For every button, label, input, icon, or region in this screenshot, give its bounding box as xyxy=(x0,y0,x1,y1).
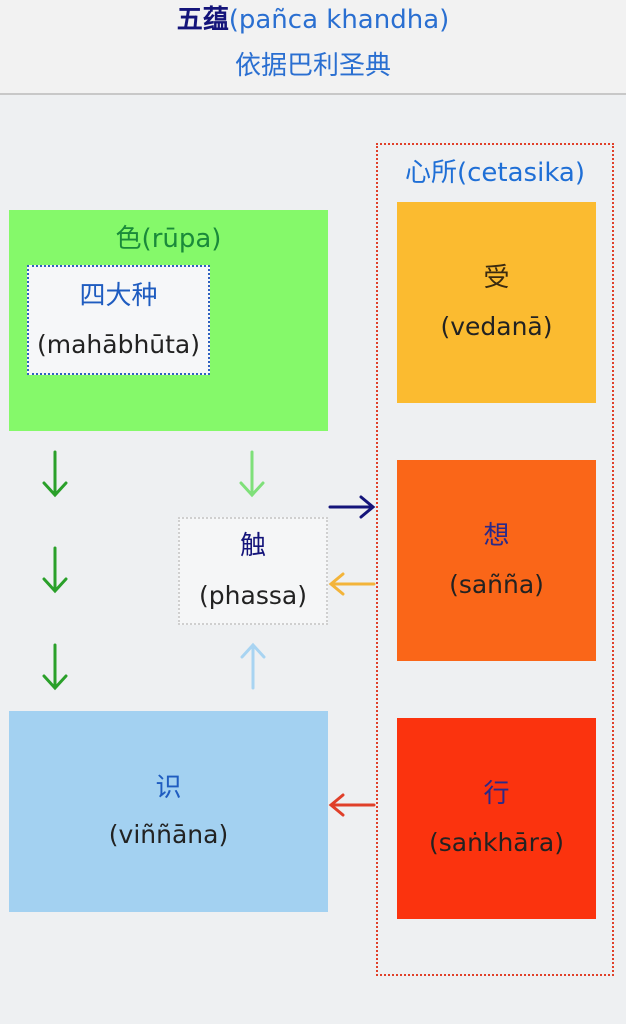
arrow-down-green-2 xyxy=(42,546,68,594)
mahabhuta-pali-label: (mahābhūta) xyxy=(36,330,201,359)
mahabhuta-box xyxy=(27,265,210,375)
header: 五蕴(pañca khandha) 依据巴利圣典 xyxy=(0,0,626,95)
vinnana-chinese-label: 识 xyxy=(155,773,182,803)
mahabhuta-chinese-label: 四大种 xyxy=(79,281,158,311)
page-title: 五蕴(pañca khandha) xyxy=(0,2,626,38)
sanna-box xyxy=(397,460,596,661)
phassa-pali-label: (phassa) xyxy=(199,581,307,610)
page-subtitle: 依据巴利圣典 xyxy=(234,51,391,81)
vedana-pali-label: (vedanā) xyxy=(440,312,553,341)
arrow-down-green-3 xyxy=(42,643,68,691)
arrow-down-green-1 xyxy=(42,450,68,498)
title-pali: (pañca khandha) xyxy=(228,5,450,35)
phassa-chinese-label: 触 xyxy=(239,531,266,561)
phassa-box xyxy=(178,517,328,625)
cetasika-group-frame xyxy=(376,143,614,976)
arrow-up-light-blue xyxy=(240,642,266,690)
vedana-chinese-label: 受 xyxy=(483,263,510,293)
vinnana-pali-label: (viññāna) xyxy=(108,820,229,849)
arrow-left-red xyxy=(328,793,376,817)
sanna-chinese-label: 想 xyxy=(483,521,510,551)
title-chinese: 五蕴 xyxy=(176,5,229,35)
arrow-left-orange xyxy=(328,572,376,596)
arrow-down-light-green xyxy=(239,450,265,498)
vedana-box xyxy=(397,202,596,403)
vinnana-box xyxy=(9,711,328,912)
sankhara-pali-label: (saṅkhāra) xyxy=(429,828,564,857)
cetasika-label: 心所(cetasika) xyxy=(404,158,585,188)
sanna-pali-label: (sañña) xyxy=(449,570,544,599)
sankhara-chinese-label: 行 xyxy=(483,779,510,809)
rupa-label: 色(rūpa) xyxy=(115,224,222,254)
arrow-right-navy xyxy=(328,495,376,519)
sankhara-box xyxy=(397,718,596,919)
